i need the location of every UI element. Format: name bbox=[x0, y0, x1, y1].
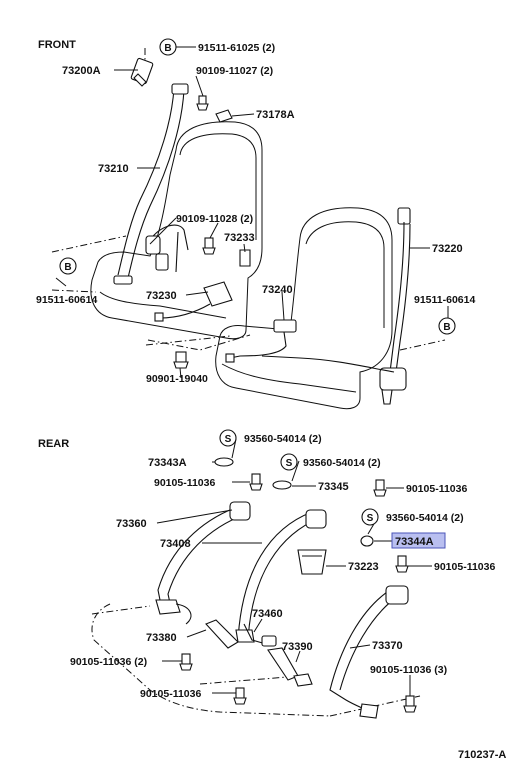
badge-s-93560-54014-b: S bbox=[280, 453, 298, 471]
callout-73360[interactable]: 73360 bbox=[116, 518, 147, 530]
bolt-90109-11027 bbox=[196, 95, 209, 111]
svg-text:B: B bbox=[64, 262, 71, 273]
callout-90105-11036-d[interactable]: 90105-11036 bbox=[140, 688, 201, 700]
bolt-90109-11028 bbox=[202, 237, 216, 255]
section-label-front: FRONT bbox=[38, 39, 76, 51]
callout-73380[interactable]: 73380 bbox=[146, 632, 177, 644]
callout-73200a[interactable]: 73200A bbox=[62, 65, 101, 77]
callout-90105-11036-c[interactable]: 90105-11036 bbox=[434, 561, 495, 573]
front-left-belt-73210 bbox=[113, 57, 189, 285]
callout-90105-11036-b[interactable]: 90105-11036 bbox=[406, 483, 467, 495]
callout-93560-54014-b[interactable]: 93560-54014 (2) bbox=[303, 457, 381, 469]
callout-73460[interactable]: 73460 bbox=[252, 608, 283, 620]
bolt-90901-19040 bbox=[173, 351, 189, 369]
front-left-seat-outline bbox=[90, 121, 263, 340]
nut-73343a bbox=[214, 457, 234, 467]
callout-73233[interactable]: 73233 bbox=[224, 232, 255, 244]
highlight-box-73344a bbox=[391, 532, 446, 549]
callout-labels: 91511-61025 (2) 73200A 90109-11027 (2) 7… bbox=[36, 42, 495, 700]
leader-lines bbox=[55, 46, 449, 696]
svg-text:B: B bbox=[443, 322, 450, 333]
bracket-73178a bbox=[215, 109, 233, 123]
badge-b-91511-61025: B bbox=[159, 38, 177, 56]
callout-73345[interactable]: 73345 bbox=[318, 481, 349, 493]
badge-b-91511-60614-left: B bbox=[59, 257, 77, 275]
badge-s-93560-54014-a: S bbox=[219, 429, 237, 447]
callout-90105-11036-a[interactable]: 90105-11036 bbox=[154, 477, 215, 489]
cover-73233 bbox=[239, 249, 251, 267]
callout-91511-60614-right[interactable]: 91511-60614 bbox=[414, 294, 475, 306]
callout-91511-61025[interactable]: 91511-61025 (2) bbox=[198, 42, 275, 54]
svg-text:S: S bbox=[225, 434, 232, 445]
buckle-73380 bbox=[205, 619, 239, 649]
callout-73220[interactable]: 73220 bbox=[432, 243, 463, 255]
rear-belt-73408 bbox=[235, 509, 327, 643]
callout-73343a[interactable]: 73343A bbox=[148, 457, 187, 469]
bolt-90105-11036-3 bbox=[403, 695, 417, 713]
figure-id: 710237-A bbox=[458, 749, 506, 761]
rear-belt-73370 bbox=[329, 585, 409, 719]
buckle-73230 bbox=[154, 281, 233, 322]
callout-93560-54014-a[interactable]: 93560-54014 (2) bbox=[244, 433, 322, 445]
callout-73240[interactable]: 73240 bbox=[262, 284, 293, 296]
callout-73210[interactable]: 73210 bbox=[98, 163, 129, 175]
callout-73344a[interactable]: 73344A bbox=[395, 536, 434, 548]
bolt-90105-11036-a bbox=[249, 473, 263, 491]
callout-90109-11028[interactable]: 90109-11028 (2) bbox=[176, 213, 253, 225]
svg-text:S: S bbox=[367, 513, 374, 524]
callout-93560-54014-c[interactable]: 93560-54014 (2) bbox=[386, 512, 464, 524]
callout-73408[interactable]: 73408 bbox=[160, 538, 191, 550]
buckle-73460 bbox=[243, 623, 277, 647]
callout-90105-11036-3[interactable]: 90105-11036 (3) bbox=[370, 664, 447, 676]
badge-s-93560-54014-c: S bbox=[361, 508, 379, 526]
retractor-cover-73223 bbox=[297, 549, 327, 575]
callout-90105-11036-2[interactable]: 90105-11036 (2) bbox=[70, 656, 147, 668]
rear-belt-73360 bbox=[155, 501, 251, 625]
section-label-rear: REAR bbox=[38, 438, 69, 450]
callout-73178a[interactable]: 73178A bbox=[256, 109, 295, 121]
front-right-belt-73220 bbox=[261, 207, 411, 405]
bolt-90105-11036-c bbox=[395, 555, 409, 573]
callout-73223[interactable]: 73223 bbox=[348, 561, 379, 573]
bolt-90105-11036-b bbox=[373, 479, 387, 497]
svg-text:B: B bbox=[164, 43, 171, 54]
bolt-90105-11036-d bbox=[233, 687, 247, 705]
buckle-73390 bbox=[267, 647, 313, 687]
svg-text:S: S bbox=[286, 458, 293, 469]
callout-73390[interactable]: 73390 bbox=[282, 641, 313, 653]
callout-91511-60614-left[interactable]: 91511-60614 bbox=[36, 294, 97, 306]
badge-b-91511-60614-right: B bbox=[438, 317, 456, 335]
nut-73345 bbox=[272, 480, 292, 490]
bolt-90105-11036-2 bbox=[179, 653, 193, 671]
callout-73370[interactable]: 73370 bbox=[372, 640, 403, 652]
washer-73344a bbox=[360, 535, 374, 547]
buckle-73240 bbox=[225, 319, 297, 363]
callout-73230[interactable]: 73230 bbox=[146, 290, 177, 302]
callout-90109-11027[interactable]: 90109-11027 (2) bbox=[196, 65, 273, 77]
callout-90901-19040[interactable]: 90901-19040 bbox=[146, 373, 208, 385]
front-right-seat-outline bbox=[215, 207, 393, 410]
